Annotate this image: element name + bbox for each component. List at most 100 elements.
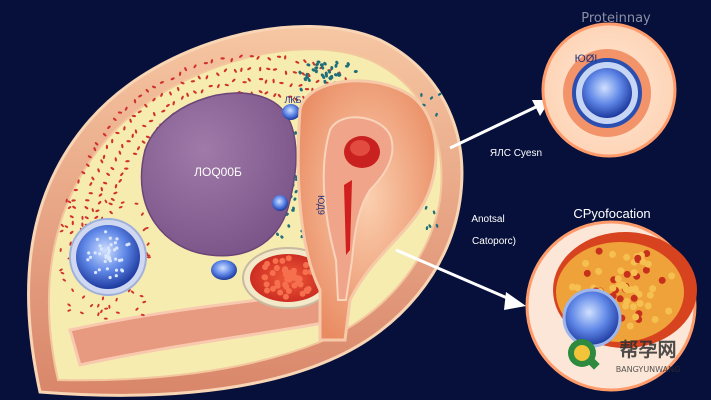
texture-dot xyxy=(292,71,298,74)
texture-dot xyxy=(193,64,197,69)
texture-dot xyxy=(120,172,124,177)
texture-dot xyxy=(223,68,228,73)
texture-dot xyxy=(102,154,106,160)
texture-dot xyxy=(125,160,130,163)
texture-dot xyxy=(111,138,114,144)
texture-dot xyxy=(298,84,303,87)
zoom1-title: Proteinnay xyxy=(581,11,651,26)
texture-dot xyxy=(323,79,327,84)
watermark-text: 帮孕网 xyxy=(619,338,676,361)
texture-dot xyxy=(634,254,642,262)
texture-dot xyxy=(86,163,90,167)
texture-dot xyxy=(87,251,91,255)
texture-dot xyxy=(106,172,110,176)
texture-dot xyxy=(264,260,271,267)
texture-dot xyxy=(118,178,122,183)
texture-dot xyxy=(643,250,651,257)
texture-dot xyxy=(114,157,117,162)
texture-dot xyxy=(87,155,92,159)
texture-dot xyxy=(97,303,100,308)
texture-dot xyxy=(114,184,118,189)
texture-dot xyxy=(305,72,309,77)
texture-dot xyxy=(81,215,84,220)
texture-dot xyxy=(302,269,309,276)
arrow-icon xyxy=(449,100,550,150)
texture-dot xyxy=(316,60,321,64)
texture-dot xyxy=(124,167,129,170)
texture-dot xyxy=(121,143,124,149)
texture-dot xyxy=(646,291,654,299)
texture-dot xyxy=(98,252,102,256)
texture-dot xyxy=(623,270,631,278)
texture-dot xyxy=(127,288,131,293)
texture-dot xyxy=(327,69,331,74)
texture-dot xyxy=(264,287,270,294)
texture-dot xyxy=(301,72,306,76)
texture-dot xyxy=(106,246,110,250)
texture-dot xyxy=(105,267,109,271)
texture-dot xyxy=(129,118,132,123)
texture-dot xyxy=(284,70,288,75)
zoom-circle-top: ЮØI xyxy=(541,22,677,158)
texture-dot xyxy=(649,285,657,293)
texture-dot xyxy=(134,129,138,134)
texture-dot xyxy=(274,279,281,286)
texture-dot xyxy=(279,81,284,85)
texture-dot xyxy=(67,309,72,312)
texture-dot xyxy=(333,73,338,77)
texture-dot xyxy=(135,307,139,311)
texture-dot xyxy=(108,304,111,309)
texture-dot xyxy=(642,266,650,274)
texture-dot xyxy=(273,265,280,271)
texture-dot xyxy=(233,68,237,73)
texture-dot xyxy=(102,133,107,137)
texture-dot xyxy=(262,274,269,281)
texture-dot xyxy=(159,81,164,84)
texture-dot xyxy=(181,95,184,100)
texture-dot xyxy=(639,258,647,266)
texture-dot xyxy=(311,68,316,72)
texture-dot xyxy=(230,57,233,63)
texture-dot xyxy=(81,222,84,227)
texture-dot xyxy=(314,69,318,74)
texture-dot xyxy=(91,208,94,213)
texture-dot xyxy=(193,90,197,94)
nucleus-label: ЛОQ00Б xyxy=(194,165,242,179)
texture-dot xyxy=(102,181,108,185)
texture-dot xyxy=(178,71,182,76)
watermark-logo-icon xyxy=(568,339,600,370)
texture-dot xyxy=(293,197,297,201)
texture-dot xyxy=(256,55,260,60)
texture-dot xyxy=(345,64,349,68)
texture-dot xyxy=(97,168,100,173)
texture-dot xyxy=(60,223,64,228)
texture-dot xyxy=(62,278,66,282)
texture-dot xyxy=(299,290,306,297)
texture-dot xyxy=(205,75,209,80)
texture-dot xyxy=(266,67,271,71)
texture-dot xyxy=(568,283,576,291)
texture-dot xyxy=(276,55,282,58)
texture-dot xyxy=(109,243,113,247)
texture-dot xyxy=(247,77,251,82)
texture-dot xyxy=(428,224,432,228)
texture-dot xyxy=(71,288,74,293)
texture-dot xyxy=(105,144,109,150)
texture-dot xyxy=(137,110,142,114)
texture-dot xyxy=(151,85,157,89)
texture-dot xyxy=(306,63,311,67)
texture-dot xyxy=(94,215,99,219)
texture-dot xyxy=(651,316,659,323)
texture-dot xyxy=(86,258,90,262)
texture-dot xyxy=(69,215,74,219)
texture-dot xyxy=(64,225,69,228)
texture-dot xyxy=(65,198,68,203)
texture-dot xyxy=(435,223,439,228)
texture-dot xyxy=(294,131,298,135)
texture-dot xyxy=(137,146,140,151)
texture-dot xyxy=(303,262,309,268)
texture-dot xyxy=(574,284,582,292)
texture-dot xyxy=(115,246,119,250)
texture-dot xyxy=(89,181,93,187)
